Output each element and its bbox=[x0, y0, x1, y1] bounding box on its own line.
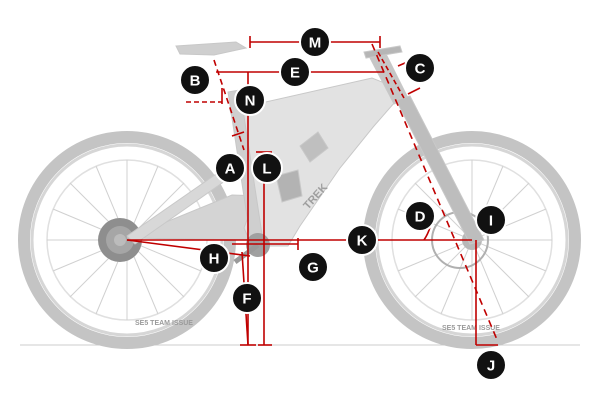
line-a bbox=[213, 59, 245, 151]
badge-l: L bbox=[251, 152, 283, 184]
badge-d: D bbox=[404, 200, 436, 232]
line-c bbox=[377, 51, 405, 99]
svg-text:E: E bbox=[290, 65, 300, 82]
badge-a: A bbox=[214, 152, 246, 184]
rear-tire-text: SE5 TEAM ISSUE bbox=[135, 320, 193, 327]
svg-text:B: B bbox=[190, 73, 201, 90]
badge-i: I bbox=[475, 204, 507, 236]
svg-text:H: H bbox=[209, 251, 220, 268]
badge-f: F bbox=[231, 282, 263, 314]
svg-text:L: L bbox=[262, 161, 271, 178]
svg-text:F: F bbox=[242, 291, 251, 308]
shock bbox=[275, 169, 303, 203]
svg-text:D: D bbox=[415, 209, 426, 226]
steering-axis bbox=[371, 43, 499, 343]
bottle-cage bbox=[299, 131, 329, 163]
cassette bbox=[98, 218, 142, 262]
svg-text:K: K bbox=[357, 233, 368, 250]
svg-text:J: J bbox=[487, 358, 495, 375]
line-h bbox=[126, 239, 251, 257]
svg-text:N: N bbox=[245, 93, 256, 110]
badge-g: G bbox=[297, 251, 329, 283]
badge-j: J bbox=[475, 349, 507, 381]
front-tire-text: SE5 TEAM ISSUE bbox=[442, 325, 500, 332]
svg-text:I: I bbox=[489, 213, 493, 230]
frame bbox=[126, 41, 485, 247]
badge-e: E bbox=[279, 56, 311, 88]
fork bbox=[395, 95, 485, 245]
svg-text:C: C bbox=[415, 61, 426, 78]
svg-text:M: M bbox=[309, 35, 322, 52]
badge-n: N bbox=[234, 84, 266, 116]
handlebar bbox=[363, 45, 403, 59]
badge-m: M bbox=[299, 26, 331, 58]
saddle bbox=[175, 41, 248, 56]
badge-b: B bbox=[179, 64, 211, 96]
svg-text:A: A bbox=[225, 161, 236, 178]
badge-h: H bbox=[198, 242, 230, 274]
badge-c: C bbox=[404, 52, 436, 84]
svg-text:G: G bbox=[307, 260, 319, 277]
badge-k: K bbox=[346, 224, 378, 256]
